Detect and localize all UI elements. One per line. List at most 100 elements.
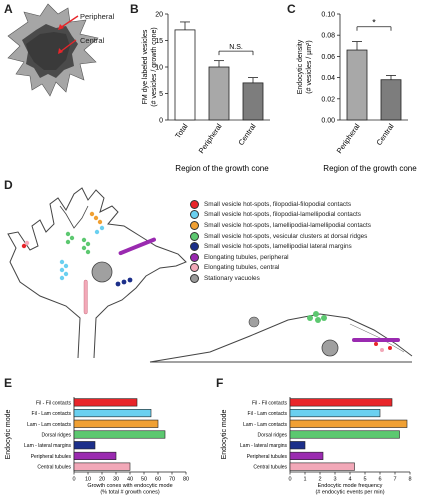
legend-label: Small vesicle hot-spots, vesicular clust…	[204, 232, 368, 240]
x-tick-label: Central	[236, 122, 257, 147]
y-tick-label: Lam - Lam contacts	[27, 422, 71, 428]
legend-swatch	[190, 242, 199, 252]
y-tick-label: Peripheral tubules	[31, 454, 72, 460]
y-axis-label: Endocytic density	[297, 39, 304, 94]
legend-swatch	[190, 210, 199, 220]
x-tick-label: 3	[333, 477, 336, 483]
legend-item: Elongating tubules, central	[190, 263, 371, 274]
panel-label-f: F	[216, 376, 224, 390]
y-tick-label: Central tubules	[253, 465, 287, 471]
y-tick-label: Fil - Lam contacts	[32, 411, 72, 417]
legend-label: Small vesicle hot-spots, lamellipodial l…	[204, 243, 352, 251]
bar	[73, 398, 138, 407]
legend-item: Small vesicle hot-spots, lamellipodial-l…	[190, 220, 371, 231]
bar	[73, 441, 96, 450]
x-tick-label: 60	[155, 477, 161, 483]
legend-item: Small vesicle hot-spots, lamellipodial l…	[190, 241, 371, 252]
x-axis-label: Region of the growth cone	[175, 164, 269, 173]
bar	[289, 462, 355, 471]
bar	[73, 430, 166, 439]
panel-label-c: C	[287, 2, 296, 16]
y-axis-label: (# vesicles / µm²)	[306, 40, 313, 93]
legend-label: Small vesicle hot-spots, filopodial-filo…	[204, 200, 352, 208]
legend-label: Small vesicle hot-spots, lamellipodial-l…	[204, 221, 371, 229]
y-tick-label: 0.08	[321, 33, 335, 40]
x-tick-label: 70	[169, 477, 175, 483]
bar	[242, 82, 264, 121]
y-tick-label: 0	[159, 118, 163, 125]
y-tick-label: Lam - lateral margins	[240, 443, 287, 449]
x-tick-label: 2	[318, 477, 321, 483]
y-tick-label: Lam - lateral margins	[24, 443, 71, 449]
bar	[208, 66, 230, 121]
legend-item: Small vesicle hot-spots, filopodial-lame…	[190, 210, 371, 221]
bar	[289, 419, 408, 428]
bar	[73, 409, 152, 418]
y-tick-label: Fil - Lam contacts	[248, 411, 288, 417]
legend-swatch	[190, 199, 199, 209]
legend-item: Small vesicle hot-spots, filopodial-filo…	[190, 199, 371, 210]
y-tick-label: Fil - Fil contacts	[36, 400, 72, 406]
bar	[73, 451, 117, 460]
legend-label: Elongating tubules, peripheral	[204, 253, 289, 261]
legend-item: Small vesicle hot-spots, vesicular clust…	[190, 231, 371, 242]
peripheral-label: Peripheral	[80, 12, 115, 21]
legend-item: Stationary vacuoles	[190, 273, 371, 284]
x-tick-label: 10	[85, 477, 91, 483]
y-tick-label: Fil - Fil contacts	[252, 400, 288, 406]
legend-swatch	[190, 273, 199, 283]
x-tick-label: 50	[141, 477, 147, 483]
legend-label: Elongating tubules, central	[204, 264, 280, 272]
y-tick-label: Peripheral tubules	[247, 454, 288, 460]
panel-label-b: B	[130, 2, 139, 16]
legend-swatch	[190, 220, 199, 230]
legend-label: Stationary vacuoles	[204, 274, 260, 282]
x-axis-label: (% total # growth cones)	[100, 490, 159, 496]
x-tick-label: 80	[183, 477, 189, 483]
legend-swatch	[190, 252, 199, 262]
y-axis-label: Endocytic mode	[5, 409, 12, 459]
y-tick-label: 0.00	[321, 118, 335, 125]
bar	[73, 462, 131, 471]
y-axis-label: FM dye labeled vesicles	[142, 29, 149, 104]
bar	[289, 430, 400, 439]
y-tick-label: 20	[155, 12, 163, 19]
x-tick-label: Central	[374, 122, 395, 147]
bar	[346, 49, 368, 121]
x-tick-label: Peripheral	[197, 122, 224, 155]
x-axis-label: Region of the growth cone	[323, 164, 417, 173]
bar	[289, 409, 381, 418]
x-tick-label: 8	[408, 477, 411, 483]
y-axis-label: Endocytic mode	[221, 409, 228, 459]
bar	[73, 419, 159, 428]
x-tick-label: 7	[393, 477, 396, 483]
y-tick-label: Dorsal ridges	[42, 433, 72, 439]
bar	[174, 29, 196, 121]
y-tick-label: 5	[159, 91, 163, 98]
x-tick-label: 1	[303, 477, 306, 483]
y-tick-label: 0.06	[321, 54, 335, 61]
y-tick-label: Dorsal ridges	[258, 433, 288, 439]
x-axis-label: Growth cones with endocytic mode	[87, 483, 172, 489]
x-tick-label: Peripheral	[335, 122, 362, 155]
x-tick-label: 40	[127, 477, 133, 483]
bar	[289, 451, 324, 460]
x-axis-label: Endocytic mode frequency	[318, 483, 383, 489]
y-tick-label: Lam - Lam contacts	[243, 422, 287, 428]
endocytic-mode-legend: Small vesicle hot-spots, filopodial-filo…	[190, 199, 371, 284]
x-tick-label: 5	[363, 477, 366, 483]
panel-label-e: E	[4, 376, 13, 390]
legend-item: Elongating tubules, peripheral	[190, 252, 371, 263]
x-axis-label: (# endocytic events per min)	[315, 490, 384, 496]
x-tick-label: 0	[72, 477, 75, 483]
y-tick-label: 0.02	[321, 96, 335, 103]
bar	[289, 398, 393, 407]
x-tick-label: 30	[113, 477, 119, 483]
y-tick-label: 10	[155, 65, 163, 72]
bar	[289, 441, 306, 450]
significance-label: N.S.	[229, 44, 243, 51]
bar	[380, 79, 402, 121]
x-tick-label: 0	[288, 477, 291, 483]
x-tick-label: 4	[348, 477, 351, 483]
